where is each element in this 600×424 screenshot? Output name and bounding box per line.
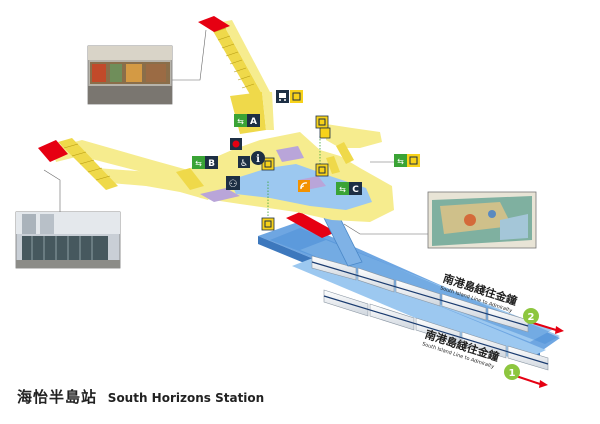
lavender-block-1 xyxy=(200,188,240,202)
svg-text:⚇: ⚇ xyxy=(229,179,238,190)
svg-text:⇆: ⇆ xyxy=(339,185,346,194)
leader-lines xyxy=(267,136,321,216)
lift-icon xyxy=(315,163,329,177)
photo-leader-lines xyxy=(43,29,428,235)
exit-b-badge[interactable]: ⇆ B xyxy=(192,156,218,169)
customer-service-icon xyxy=(230,138,242,150)
exit-a-letter: A xyxy=(250,117,257,127)
train-icon xyxy=(276,90,289,103)
lift-icon xyxy=(261,217,275,231)
photo-mural xyxy=(427,191,537,249)
exit-c-letter: C xyxy=(352,185,359,195)
svg-text:⇆: ⇆ xyxy=(397,157,404,166)
station-name-en: South Horizons Station xyxy=(107,391,265,405)
svg-text:⇆: ⇆ xyxy=(195,159,202,168)
direction-arrow-2 xyxy=(529,321,564,334)
lift-icon xyxy=(261,157,275,171)
lavender-block-2 xyxy=(276,146,304,162)
svg-text:⇆: ⇆ xyxy=(237,117,244,126)
lift-icon xyxy=(315,115,329,129)
escalator-icon xyxy=(319,127,331,139)
station-title: 海怡半島站 South Horizons Station xyxy=(17,386,264,407)
direction-arrow-1 xyxy=(515,375,548,388)
exit-c-badge[interactable]: ⇆ C xyxy=(336,182,362,195)
platform-2-circle xyxy=(523,308,539,324)
photo-shops xyxy=(87,45,173,105)
information-icon[interactable]: i xyxy=(251,151,265,165)
platform-1-circle xyxy=(504,364,520,380)
information-letter: i xyxy=(256,154,260,165)
exit-badge-right: ⇆ xyxy=(394,154,420,167)
photo-entrance xyxy=(15,211,121,269)
accessible-icon: ♿ xyxy=(238,156,250,169)
toilet-icon: ⚇ xyxy=(226,176,240,190)
track-1 xyxy=(292,256,546,362)
staircase-right xyxy=(326,142,354,174)
lift-icon xyxy=(290,90,303,103)
exit-block-a xyxy=(198,16,230,32)
train-platform-2 xyxy=(311,255,529,333)
staircase-left xyxy=(58,138,118,190)
train-platform-1 xyxy=(323,289,549,371)
svg-text:♿: ♿ xyxy=(240,159,248,169)
wifi-icon xyxy=(298,180,310,192)
exit-block-platform xyxy=(286,212,336,238)
station-name-zh: 海怡半島站 xyxy=(17,388,98,406)
staircase-mid xyxy=(176,168,204,190)
platform-2-number: 2 xyxy=(528,312,535,323)
platform-1-number: 1 xyxy=(509,368,516,379)
exit-b-letter: B xyxy=(208,159,215,169)
exit-a-badge[interactable]: ⇆ A xyxy=(234,114,260,127)
exit-block-b xyxy=(38,140,68,162)
